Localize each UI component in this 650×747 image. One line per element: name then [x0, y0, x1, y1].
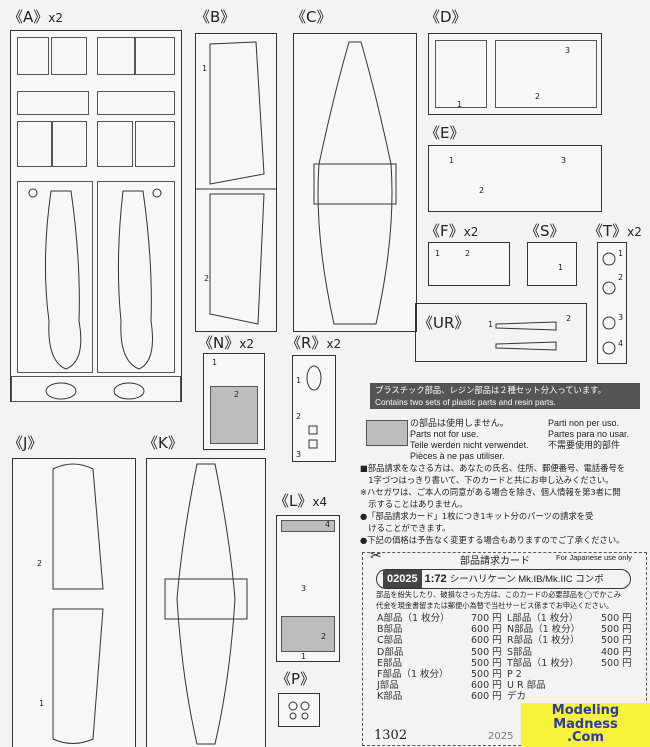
price-part: U R 部品 — [507, 680, 546, 692]
card-instructions: 部品を紛失したり、破損なさった方は、このカードの必要部品を◯でかこみ代金を現金書… — [376, 590, 621, 610]
sprue-n: 1 2 — [203, 353, 265, 450]
order-instructions: ■部品請求をなさる方は、あなたの氏名、住所、郵便番号、電話番号を 1字づつはっき… — [360, 463, 626, 545]
price-part: A部品（1 枚分） — [377, 613, 450, 624]
sprue-s: 1 — [527, 242, 577, 286]
sprue-b: 1 2 — [195, 33, 277, 332]
price-value: 700 円 — [471, 613, 502, 624]
sprue-r: 1 2 3 — [292, 355, 336, 462]
price-value: 500 円 — [471, 669, 502, 680]
price-part: S部品 — [507, 646, 533, 658]
price-part: E部品 — [377, 657, 403, 669]
section-d-label: 《D》 — [425, 8, 467, 26]
sprue-j: 2 1 — [12, 458, 136, 747]
card-title: 部品請求カード — [460, 556, 530, 567]
not-used-legend-left: の部品は使用しません。Parts not for use.Teile werde… — [410, 418, 529, 461]
price-value: 500 円 — [471, 657, 502, 669]
two-sets-banner: プラスチック部品、レジン部品は２種セット分入っています。 Contains tw… — [370, 383, 640, 409]
price-part: J部品 — [377, 680, 399, 692]
section-k-label: 《K》 — [143, 434, 183, 452]
sprue-t: 1 2 3 4 — [597, 242, 627, 364]
price-value: 600 円 — [471, 635, 502, 647]
section-s-label: 《S》 — [525, 222, 565, 240]
price-part: T部品（1 枚分） — [507, 657, 579, 669]
section-a-label: 《A》x2 — [8, 8, 64, 26]
footer-code: 2025 — [488, 731, 514, 742]
sprue-a — [10, 30, 182, 402]
price-value: 500 円 — [601, 624, 632, 636]
section-ur-label: 《UR》 — [418, 314, 470, 332]
price-part: D部品 — [377, 646, 404, 658]
section-l-label: 《L》x4 — [274, 492, 328, 510]
price-value: 400 円 — [601, 646, 632, 658]
sprue-l: 4 3 2 1 — [276, 515, 340, 662]
section-b-label: 《B》 — [195, 8, 236, 26]
price-part: N部品（1 枚分） — [507, 624, 581, 636]
scissors-icon: ✂ — [370, 548, 382, 564]
price-part: L部品（1 枚分） — [507, 613, 579, 624]
price-value: 600 円 — [471, 624, 502, 636]
price-part: R部品（1 枚分） — [507, 635, 580, 647]
price-value: 500 円 — [471, 646, 502, 658]
section-j-label: 《J》 — [8, 434, 43, 452]
price-value: 500 円 — [601, 657, 632, 669]
section-c-label: 《C》 — [291, 8, 332, 26]
sprue-c — [293, 33, 417, 332]
section-n-label: 《N》x2 — [198, 334, 254, 352]
price-part: F部品（1 枚分） — [377, 669, 449, 680]
sprue-k — [146, 458, 266, 747]
product-title: 02025 1:72 シーハリケーン Mk.IB/Mk.IIC コンボ — [376, 569, 631, 589]
price-value: 600 円 — [471, 691, 502, 703]
sprue-p — [278, 693, 320, 727]
price-part: K部品 — [377, 691, 403, 703]
section-t-label: 《T》x2 — [588, 222, 642, 240]
japanese-only-note: For Japanese use only — [556, 553, 632, 562]
sprue-ur: 1 2 — [415, 303, 587, 362]
section-f-label: 《F》x2 — [425, 222, 479, 240]
section-p-label: 《P》 — [276, 670, 316, 688]
not-used-swatch — [366, 420, 408, 446]
sprue-e: 1 2 3 — [428, 145, 602, 212]
price-value: 500 円 — [601, 635, 632, 647]
price-part: C部品 — [377, 635, 403, 647]
sprue-d: 1 2 3 — [428, 33, 602, 115]
sprue-f: 1 2 — [428, 242, 510, 286]
price-part: デカ — [507, 691, 527, 703]
price-value: 600 円 — [471, 680, 502, 692]
section-e-label: 《E》 — [425, 124, 465, 142]
not-used-legend-right: Parti non per uso.Partes para no usar.不需… — [548, 418, 630, 450]
parts-order-card — [362, 552, 647, 746]
price-part: P 2 — [507, 669, 522, 680]
price-part: B部品 — [377, 624, 403, 636]
price-value: 500 円 — [601, 613, 632, 624]
section-r-label: 《R》x2 — [286, 334, 342, 352]
page-number: 1302 — [374, 728, 408, 743]
